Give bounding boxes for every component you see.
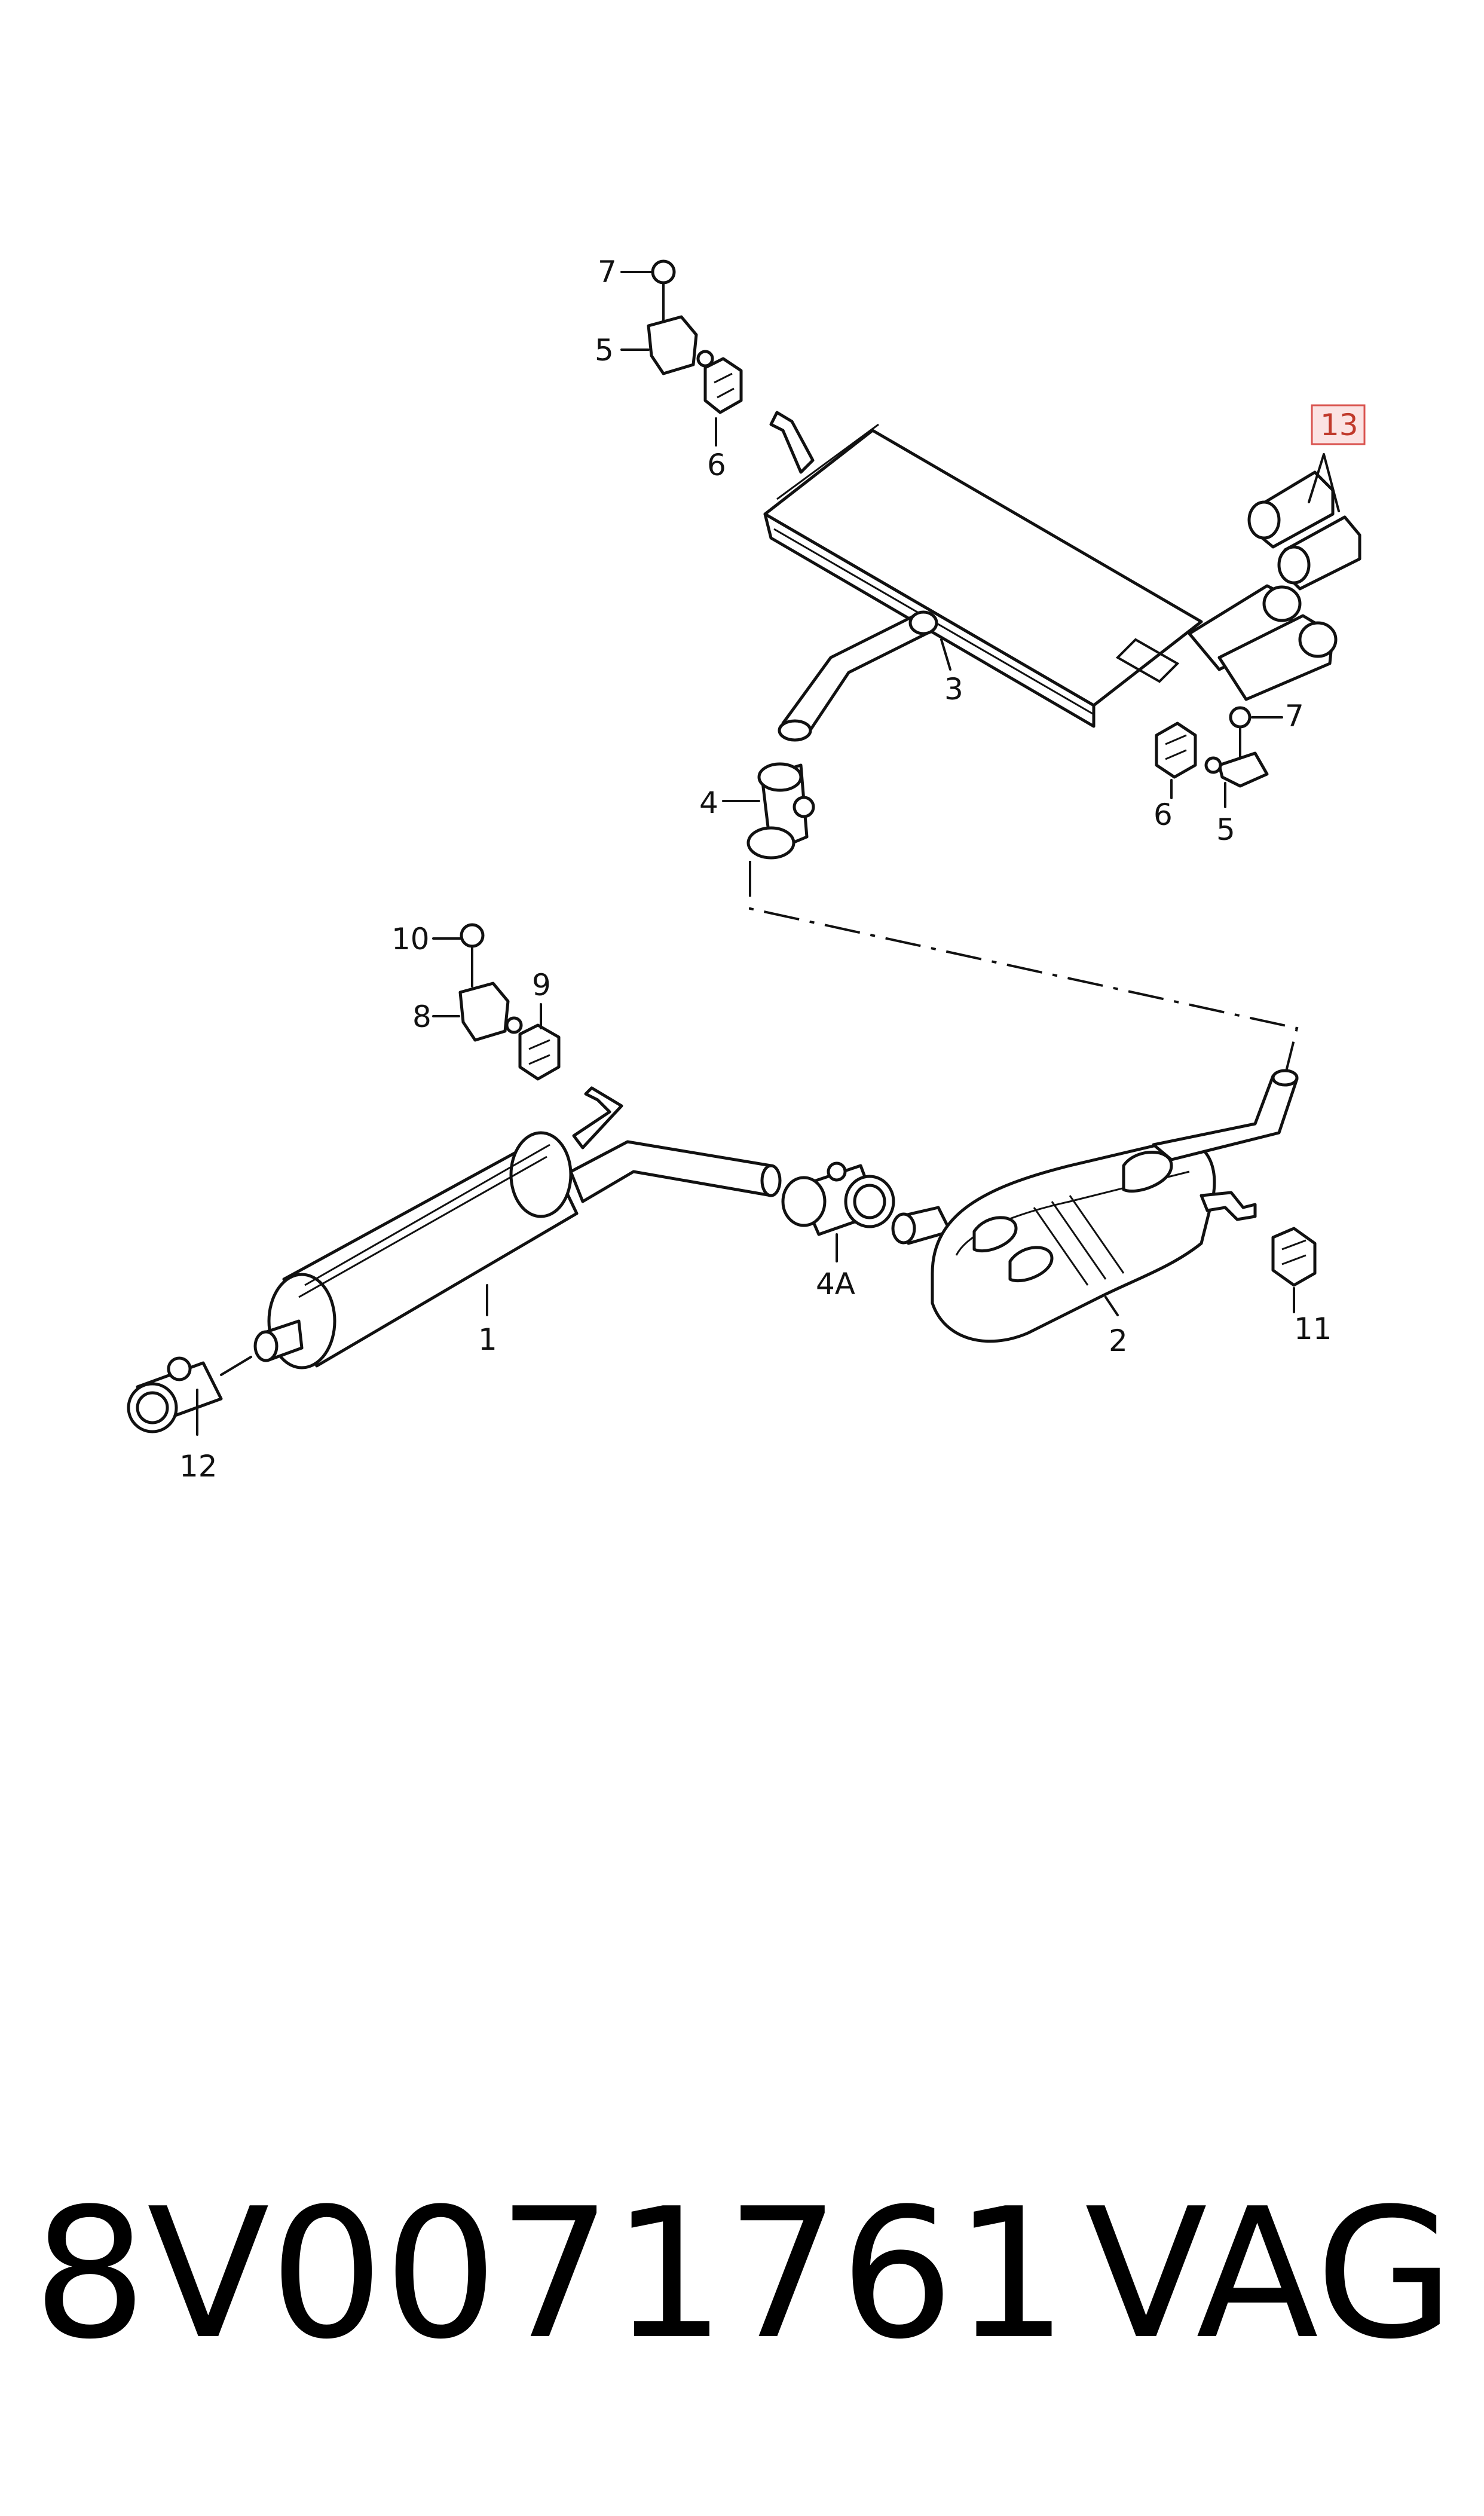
callout-6-lower: 6	[1153, 797, 1173, 832]
callout-7-upper: 7	[598, 255, 617, 289]
brand: VAG	[1085, 2170, 1455, 2379]
leader-lines	[196, 271, 1340, 1436]
clamp-front	[127, 1356, 252, 1433]
rear-silencer	[763, 411, 1338, 742]
front-hanger-assembly	[458, 923, 561, 1081]
callout-7-lower: 7	[1285, 699, 1304, 733]
callout-12: 12	[179, 1449, 218, 1484]
callout-3: 3	[944, 672, 963, 707]
upper-hanger-assembly	[647, 259, 743, 414]
tailpipe-trims	[1247, 470, 1361, 591]
callouts: 7 5 6 3 13 7 6 5 4 10 8 9 1 4A 2 11 12	[179, 255, 1366, 1484]
callout-2: 2	[1109, 1323, 1128, 1358]
callout-13-highlight	[1311, 404, 1366, 445]
clamp-center	[781, 1161, 895, 1236]
front-silencer	[253, 1086, 782, 1369]
callout-5-upper: 5	[595, 333, 614, 368]
rear-hanger-assembly	[1155, 706, 1269, 788]
callout-8: 8	[412, 999, 432, 1034]
callout-13[interactable]: 13	[1320, 408, 1358, 442]
callout-10: 10	[391, 922, 430, 956]
footer: 8V0071761 VAG	[0, 2176, 1484, 2373]
callout-4: 4	[699, 785, 718, 820]
part-number: 8V0071761	[33, 2170, 1069, 2379]
connection-line	[749, 861, 1299, 1077]
center-silencer	[891, 1069, 1299, 1343]
center-hanger	[1271, 1227, 1317, 1287]
callout-5-lower: 5	[1216, 812, 1235, 847]
callout-1: 1	[478, 1322, 497, 1357]
callout-4a: 4A	[816, 1267, 855, 1301]
callout-9: 9	[532, 968, 551, 1002]
callout-11: 11	[1294, 1312, 1332, 1346]
callout-6-upper: 6	[707, 448, 726, 482]
clamp-upper	[746, 762, 815, 860]
